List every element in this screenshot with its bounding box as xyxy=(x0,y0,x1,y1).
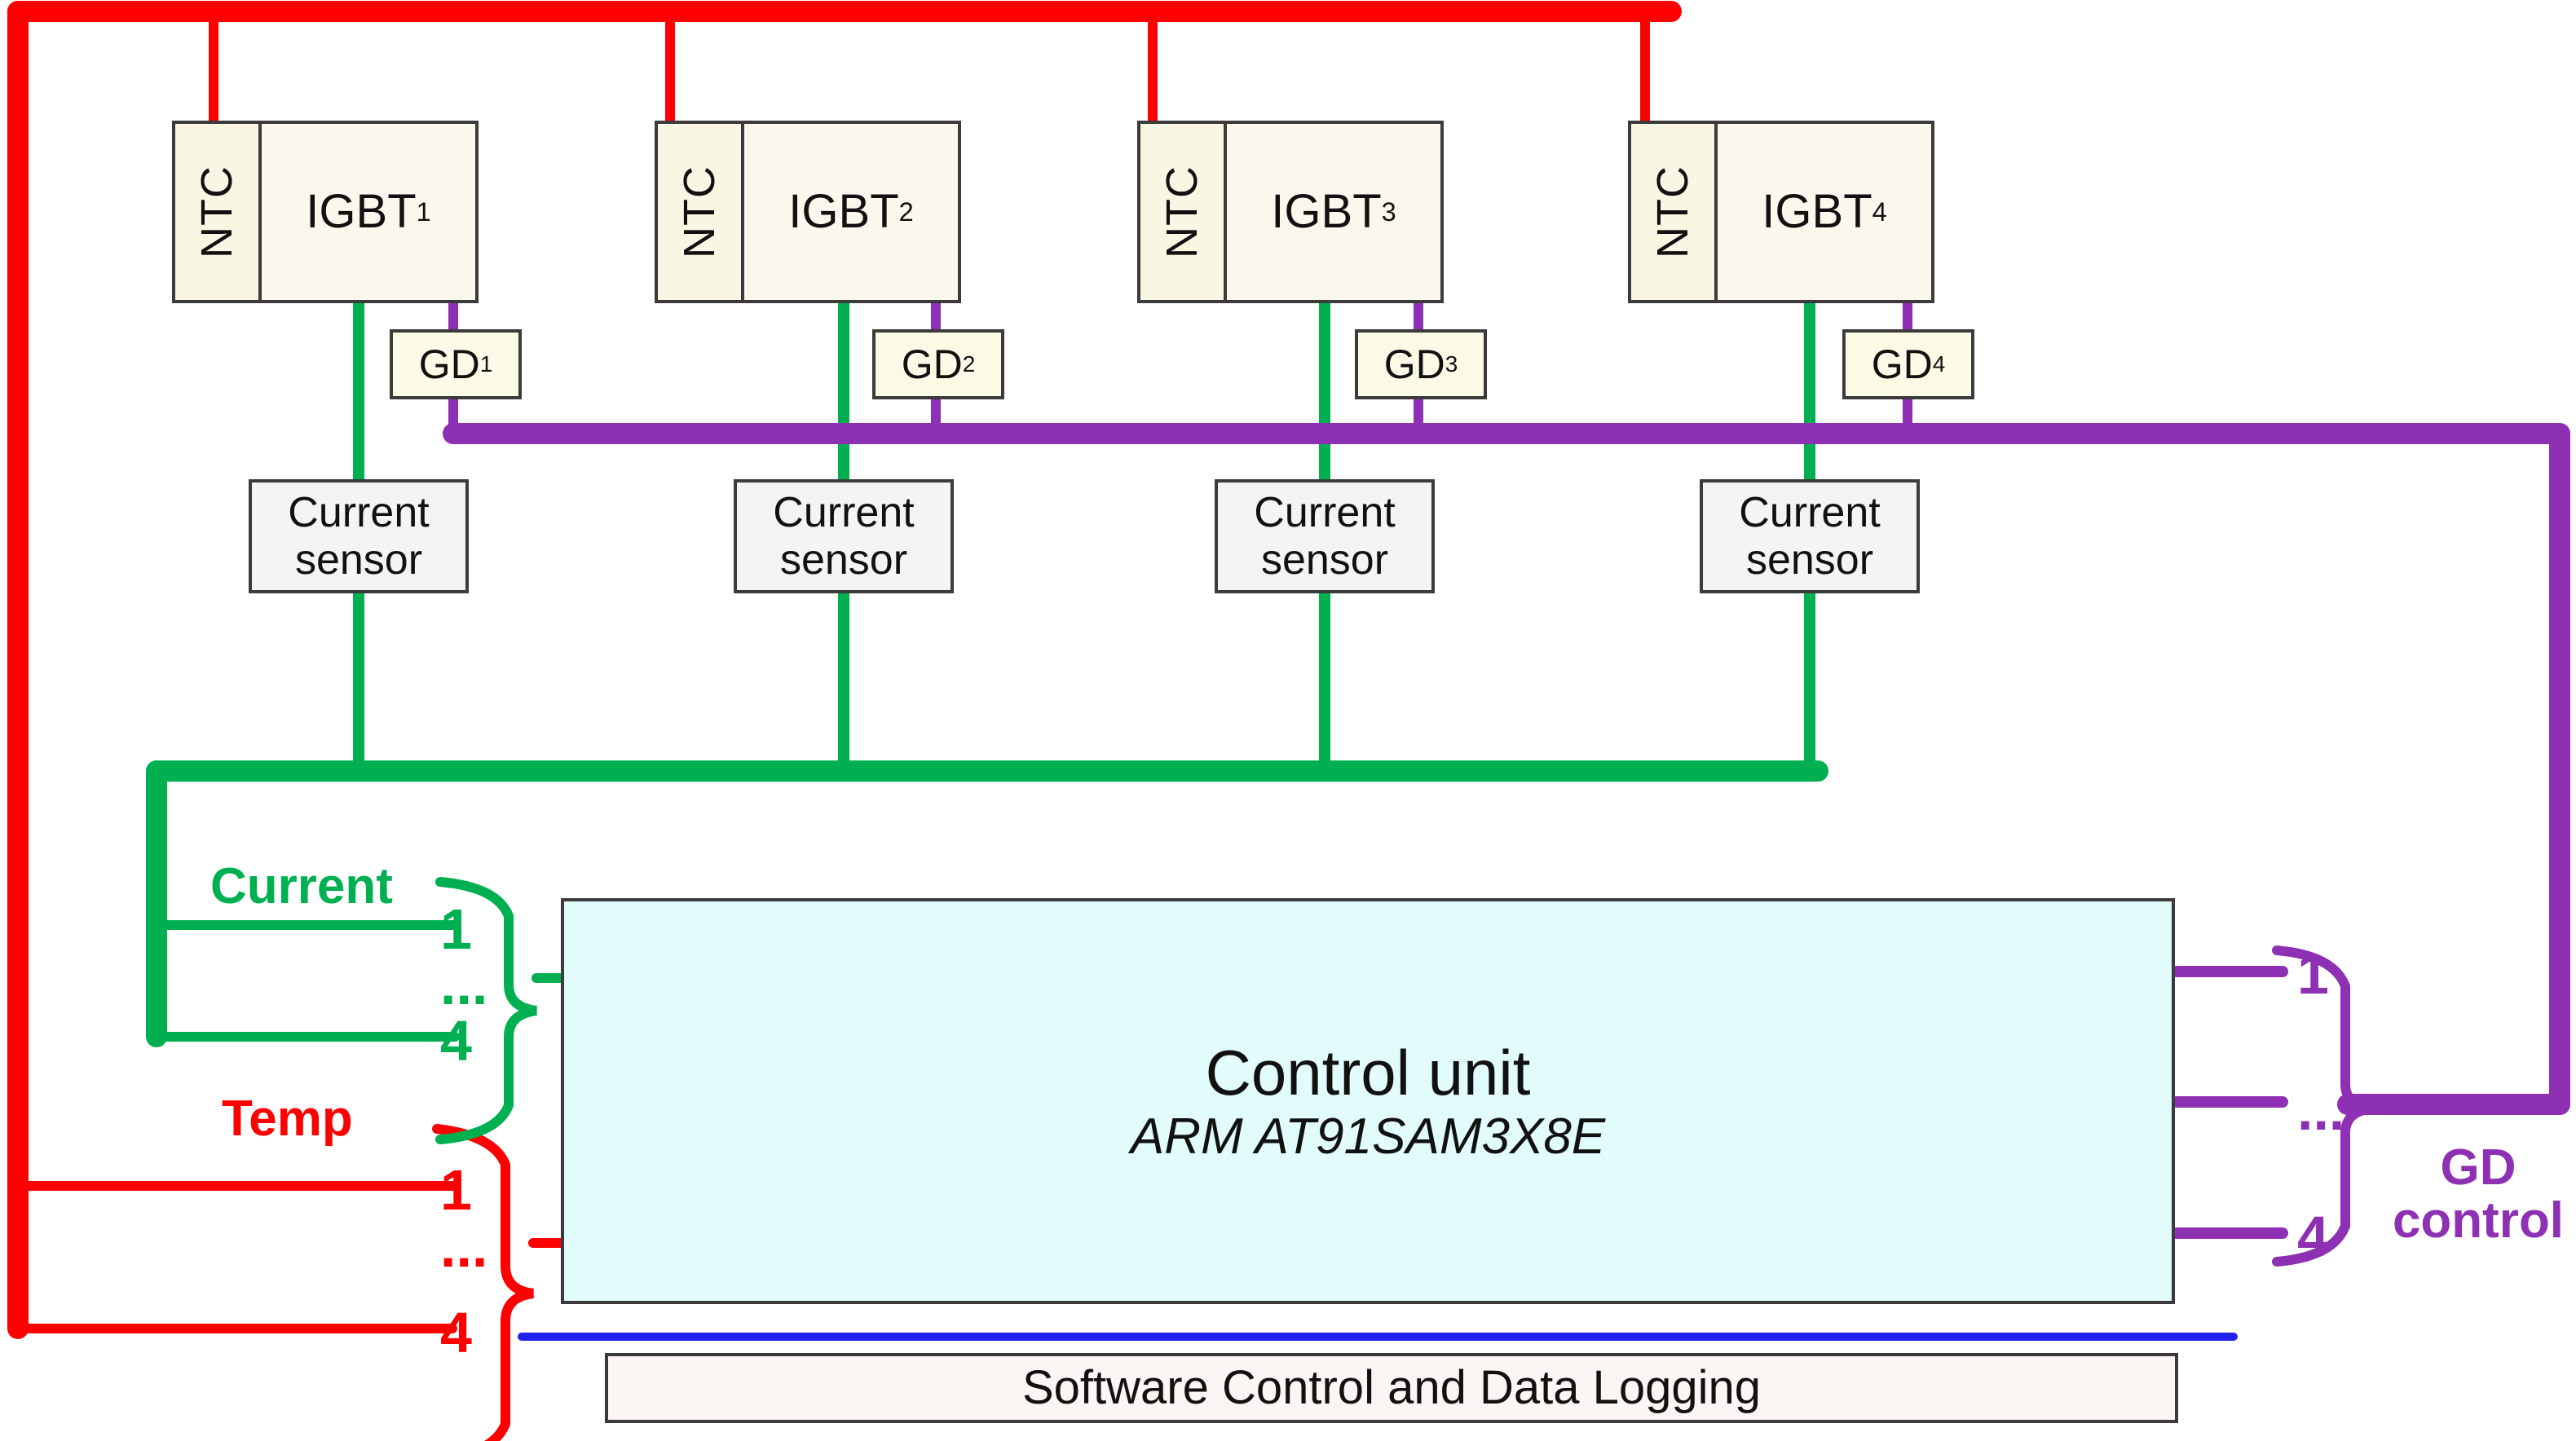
gate-drive-bus-label: GD control xyxy=(2392,1139,2565,1249)
current-channel-ellipsis: ... xyxy=(440,953,488,1016)
gd-index-1: 1 xyxy=(479,351,493,377)
ntc-sensor-2: NTC xyxy=(658,124,744,300)
gd-index-4: 4 xyxy=(1932,351,1946,377)
current-channel-first: 1 xyxy=(440,897,472,961)
ntc-sensor-3: NTC xyxy=(1140,124,1227,300)
igbt-index-4: 4 xyxy=(1872,196,1887,227)
igbt-index-3: 3 xyxy=(1381,196,1396,227)
current-sensor-line2: sensor xyxy=(1260,536,1389,584)
temp-channel-last: 4 xyxy=(440,1301,472,1364)
software-control-bar[interactable]: Software Control and Data Logging xyxy=(605,1353,2178,1423)
current-sensor-1[interactable]: Current sensor xyxy=(249,479,469,593)
ntc-label: NTC xyxy=(192,165,241,258)
current-sensor-line1: Current xyxy=(1254,488,1396,536)
current-sensor-4[interactable]: Current sensor xyxy=(1700,479,1920,593)
current-sensor-line1: Current xyxy=(773,488,915,536)
control-unit[interactable]: Control unit ARM AT91SAM3X8E xyxy=(561,898,2175,1304)
current-bus-label: Current xyxy=(210,858,393,914)
software-bar-label: Software Control and Data Logging xyxy=(1021,1360,1762,1414)
current-sensor-2[interactable]: Current sensor xyxy=(734,479,954,593)
ntc-label: NTC xyxy=(1647,165,1697,258)
igbt-index-1: 1 xyxy=(416,196,431,227)
gd-index-2: 2 xyxy=(962,351,976,377)
temperature-bus-label: Temp xyxy=(222,1091,353,1147)
ntc-label: NTC xyxy=(674,165,724,258)
current-sensor-line2: sensor xyxy=(294,536,423,584)
current-sensor-3[interactable]: Current sensor xyxy=(1215,479,1435,593)
temp-channel-first: 1 xyxy=(440,1158,472,1222)
temp-channel-ellipsis: ... xyxy=(440,1215,488,1279)
current-bus-green xyxy=(146,297,1828,1144)
ntc-sensor-1: NTC xyxy=(175,124,262,300)
ntc-sensor-4: NTC xyxy=(1631,124,1718,300)
gd-channel-last: 4 xyxy=(2297,1205,2329,1268)
gate-drive-bus-purple xyxy=(443,298,2570,1267)
current-sensor-line2: sensor xyxy=(779,536,908,584)
current-sensor-line1: Current xyxy=(1739,488,1881,536)
temperature-bus-red xyxy=(7,1,1682,1441)
gd-channel-first: 1 xyxy=(2297,942,2329,1006)
current-channel-last: 4 xyxy=(440,1009,472,1073)
control-unit-subtitle: ARM AT91SAM3X8E xyxy=(1130,1108,1606,1165)
igbt-index-2: 2 xyxy=(898,196,914,227)
gd-channel-ellipsis: ... xyxy=(2297,1078,2345,1142)
current-sensor-line1: Current xyxy=(288,488,430,536)
ntc-label: NTC xyxy=(1157,165,1206,258)
current-sensor-line2: sensor xyxy=(1745,536,1874,584)
control-unit-title: Control unit xyxy=(1205,1036,1531,1108)
gd-index-3: 3 xyxy=(1445,351,1458,377)
